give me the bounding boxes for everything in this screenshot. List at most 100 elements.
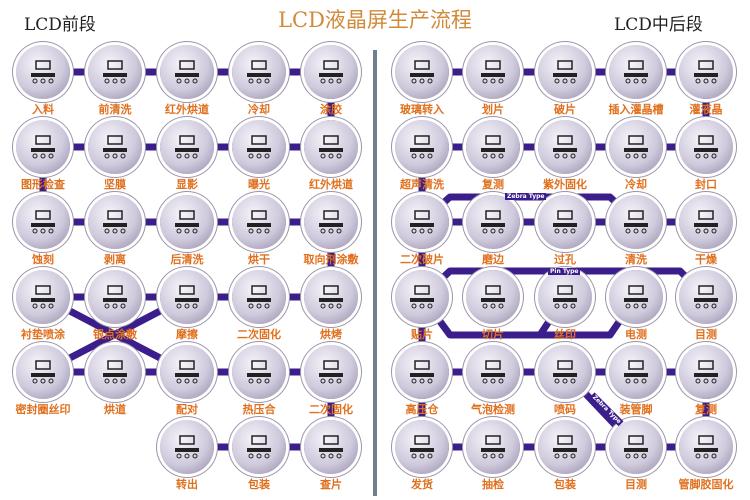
process-step-label: 坚膜 bbox=[104, 178, 126, 191]
process-machine-icon bbox=[103, 285, 127, 309]
process-step-label: 插入灌晶槽 bbox=[608, 103, 664, 116]
process-machine-icon bbox=[31, 60, 55, 84]
process-step bbox=[16, 270, 70, 324]
process-step bbox=[395, 345, 449, 399]
process-step-label: 管脚胶固化 bbox=[678, 478, 734, 491]
process-step-label: 二次固化 bbox=[237, 328, 281, 341]
process-step-label: 包装 bbox=[554, 478, 576, 491]
process-step bbox=[304, 120, 358, 174]
process-machine-icon bbox=[247, 135, 271, 159]
process-step bbox=[304, 345, 358, 399]
process-step bbox=[466, 270, 520, 324]
process-step bbox=[466, 45, 520, 99]
process-step bbox=[88, 270, 142, 324]
section-divider bbox=[373, 50, 377, 496]
process-step-label: 复测 bbox=[482, 178, 504, 191]
process-step bbox=[466, 195, 520, 249]
process-step bbox=[88, 45, 142, 99]
process-step bbox=[88, 195, 142, 249]
process-step-label: 衬垫喷涂 bbox=[21, 328, 65, 341]
process-step bbox=[16, 345, 70, 399]
process-step-label: 目测 bbox=[695, 328, 717, 341]
process-machine-icon bbox=[175, 210, 199, 234]
process-machine-icon bbox=[624, 210, 648, 234]
process-step bbox=[679, 45, 733, 99]
process-step bbox=[538, 45, 592, 99]
process-step bbox=[679, 420, 733, 474]
process-step bbox=[304, 420, 358, 474]
process-step bbox=[679, 195, 733, 249]
process-machine-icon bbox=[694, 135, 718, 159]
process-step-label: 清洗 bbox=[625, 253, 647, 266]
process-machine-icon bbox=[319, 435, 343, 459]
process-step bbox=[466, 345, 520, 399]
process-step bbox=[609, 420, 663, 474]
process-machine-icon bbox=[247, 60, 271, 84]
process-machine-icon bbox=[319, 210, 343, 234]
process-machine-icon bbox=[31, 135, 55, 159]
process-machine-icon bbox=[103, 360, 127, 384]
process-machine-icon bbox=[624, 360, 648, 384]
process-step bbox=[160, 345, 214, 399]
process-step-label: 查片 bbox=[320, 478, 342, 491]
process-step-label: 图形检查 bbox=[21, 178, 65, 191]
process-machine-icon bbox=[247, 435, 271, 459]
process-step-label: 红外烘道 bbox=[165, 103, 209, 116]
process-step-label: 气泡检测 bbox=[471, 403, 515, 416]
process-machine-icon bbox=[694, 210, 718, 234]
process-step-label: 蚀刻 bbox=[32, 253, 54, 266]
process-step bbox=[232, 270, 286, 324]
process-step bbox=[160, 45, 214, 99]
process-machine-icon bbox=[319, 60, 343, 84]
process-step bbox=[232, 120, 286, 174]
process-step bbox=[232, 45, 286, 99]
process-machine-icon bbox=[175, 435, 199, 459]
process-machine-icon bbox=[410, 285, 434, 309]
process-step-label: 前清洗 bbox=[98, 103, 132, 116]
process-step bbox=[304, 195, 358, 249]
process-step-label: 复测 bbox=[695, 403, 717, 416]
process-step bbox=[160, 270, 214, 324]
process-machine-icon bbox=[553, 285, 577, 309]
process-step-label: 烘道 bbox=[104, 403, 126, 416]
process-step bbox=[395, 45, 449, 99]
process-step-label: 涂胶 bbox=[320, 103, 342, 116]
process-step-label: 红外烘道 bbox=[309, 178, 353, 191]
process-step bbox=[88, 345, 142, 399]
process-step-label: 高压仓 bbox=[405, 403, 439, 416]
process-step bbox=[232, 195, 286, 249]
process-step bbox=[466, 120, 520, 174]
process-step-label: 目测 bbox=[625, 478, 647, 491]
process-step bbox=[160, 420, 214, 474]
process-machine-icon bbox=[31, 210, 55, 234]
process-machine-icon bbox=[31, 285, 55, 309]
process-machine-icon bbox=[175, 60, 199, 84]
process-step-label: 冷却 bbox=[625, 178, 647, 191]
process-step-label: 丝印 bbox=[554, 328, 576, 341]
process-machine-icon bbox=[481, 435, 505, 459]
process-step bbox=[395, 270, 449, 324]
process-step bbox=[538, 420, 592, 474]
process-step bbox=[160, 120, 214, 174]
process-machine-icon bbox=[410, 135, 434, 159]
process-step bbox=[395, 420, 449, 474]
process-machine-icon bbox=[247, 285, 271, 309]
process-step-label: 装管脚 bbox=[619, 403, 653, 416]
process-machine-icon bbox=[481, 60, 505, 84]
process-machine-icon bbox=[553, 135, 577, 159]
process-step-label: 破片 bbox=[554, 103, 576, 116]
process-step-label: 后清洗 bbox=[170, 253, 204, 266]
process-machine-icon bbox=[247, 360, 271, 384]
process-machine-icon bbox=[694, 360, 718, 384]
process-machine-icon bbox=[103, 210, 127, 234]
process-machine-icon bbox=[481, 210, 505, 234]
left-section-title: LCD前段 bbox=[24, 15, 96, 35]
process-step bbox=[16, 120, 70, 174]
process-step-label: 曝光 bbox=[248, 178, 270, 191]
process-step-label: 喷码 bbox=[554, 403, 576, 416]
process-machine-icon bbox=[481, 360, 505, 384]
process-machine-icon bbox=[624, 435, 648, 459]
process-machine-icon bbox=[410, 60, 434, 84]
process-step-label: 电测 bbox=[625, 328, 647, 341]
process-machine-icon bbox=[247, 210, 271, 234]
